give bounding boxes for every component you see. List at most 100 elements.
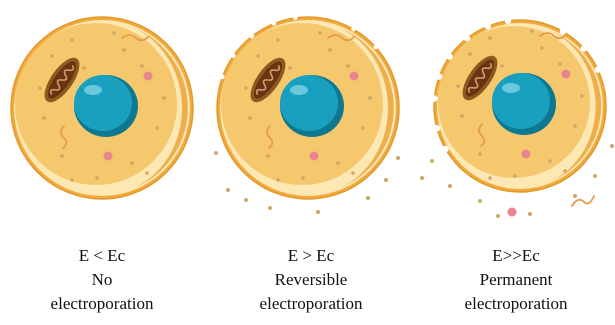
granule xyxy=(488,176,492,180)
granule xyxy=(351,171,355,175)
membrane-pore xyxy=(373,45,377,49)
condition-label: E > Ec xyxy=(211,244,411,268)
membrane-pore xyxy=(505,18,511,24)
granule xyxy=(155,126,159,130)
membrane-pore xyxy=(220,75,224,79)
granule xyxy=(456,84,460,88)
leaked-granule xyxy=(316,210,320,214)
granule xyxy=(122,48,126,52)
granule xyxy=(573,124,577,128)
granule xyxy=(70,38,74,42)
granule xyxy=(276,38,280,42)
granule xyxy=(346,64,350,68)
granule xyxy=(50,54,54,58)
nucleus-highlight xyxy=(84,85,102,95)
granule xyxy=(361,126,365,130)
leaked-granule xyxy=(226,188,230,192)
granule xyxy=(276,178,280,182)
leaked-vesicle xyxy=(508,208,517,217)
leaked-granule xyxy=(478,199,482,203)
granule xyxy=(500,64,504,68)
granule xyxy=(38,86,42,90)
granule xyxy=(244,86,248,90)
leaked-granule xyxy=(214,151,218,155)
vesicle xyxy=(562,70,571,79)
outcome-label-2: electroporation xyxy=(211,292,411,316)
granule xyxy=(162,96,166,100)
membrane-pore xyxy=(485,23,491,29)
granule xyxy=(558,62,562,66)
granule xyxy=(112,31,116,35)
granule xyxy=(288,66,292,70)
membrane-pore xyxy=(231,54,235,58)
membrane-pore xyxy=(442,146,448,152)
granule xyxy=(478,152,482,156)
granule xyxy=(540,46,544,50)
caption-permanent-electroporation: E>>Ec Permanent electroporation xyxy=(416,244,615,316)
membrane-pore xyxy=(434,125,440,131)
outcome-label: No xyxy=(2,268,202,292)
granule xyxy=(248,116,252,120)
granule xyxy=(130,161,134,165)
vesicle xyxy=(350,72,359,81)
outcome-label-2: electroporation xyxy=(416,292,615,316)
nucleus xyxy=(280,75,338,131)
leaked-granule xyxy=(496,214,500,218)
granule xyxy=(563,169,567,173)
granule xyxy=(42,116,46,120)
leaked-granule xyxy=(573,194,577,198)
membrane-pore xyxy=(293,16,297,20)
outcome-label-2: electroporation xyxy=(2,292,202,316)
leaked-granule xyxy=(430,159,434,163)
granule xyxy=(70,178,74,182)
granule xyxy=(530,29,534,33)
membrane-pore xyxy=(351,27,355,31)
cell-intact xyxy=(11,17,193,199)
nucleus-highlight xyxy=(290,85,308,95)
vesicle xyxy=(522,150,531,159)
granule xyxy=(60,154,64,158)
granule xyxy=(460,114,464,118)
granule xyxy=(82,66,86,70)
leaked-granule xyxy=(244,198,248,202)
nucleus xyxy=(492,73,550,129)
granule xyxy=(580,94,584,98)
granule xyxy=(256,54,260,58)
granule xyxy=(548,159,552,163)
vesicle xyxy=(104,152,113,161)
cell-permanent-rupture xyxy=(420,18,615,218)
membrane-pore xyxy=(272,21,276,25)
condition-label: E>>Ec xyxy=(416,244,615,268)
caption-reversible-electroporation: E > Ec Reversible electroporation xyxy=(211,244,411,316)
granule xyxy=(513,174,517,178)
condition-label: E < Ec xyxy=(2,244,202,268)
granule xyxy=(328,48,332,52)
leaked-granule xyxy=(366,196,370,200)
granule xyxy=(468,52,472,56)
granule xyxy=(95,176,99,180)
outcome-label: Reversible xyxy=(211,268,411,292)
outcome-label: Permanent xyxy=(416,268,615,292)
membrane-pore xyxy=(250,34,254,38)
membrane-pore xyxy=(436,73,442,79)
nucleus xyxy=(74,75,132,131)
granule xyxy=(318,31,322,35)
granule xyxy=(301,176,305,180)
leaked-granule xyxy=(593,174,597,178)
membrane-pore xyxy=(431,95,437,101)
membrane-pore xyxy=(464,35,470,41)
membrane-pore xyxy=(560,28,566,34)
vesicle xyxy=(310,152,319,161)
membrane-pore xyxy=(581,45,587,51)
leaked-granule xyxy=(610,144,614,148)
granule xyxy=(140,64,144,68)
granule xyxy=(368,96,372,100)
leaked-granule xyxy=(268,206,272,210)
vesicle xyxy=(144,72,153,81)
caption-no-electroporation: E < Ec No electroporation xyxy=(2,244,202,316)
nucleus-highlight xyxy=(502,83,520,93)
granule xyxy=(266,154,270,158)
granule xyxy=(488,36,492,40)
granule xyxy=(336,161,340,165)
membrane-pore xyxy=(595,66,601,72)
